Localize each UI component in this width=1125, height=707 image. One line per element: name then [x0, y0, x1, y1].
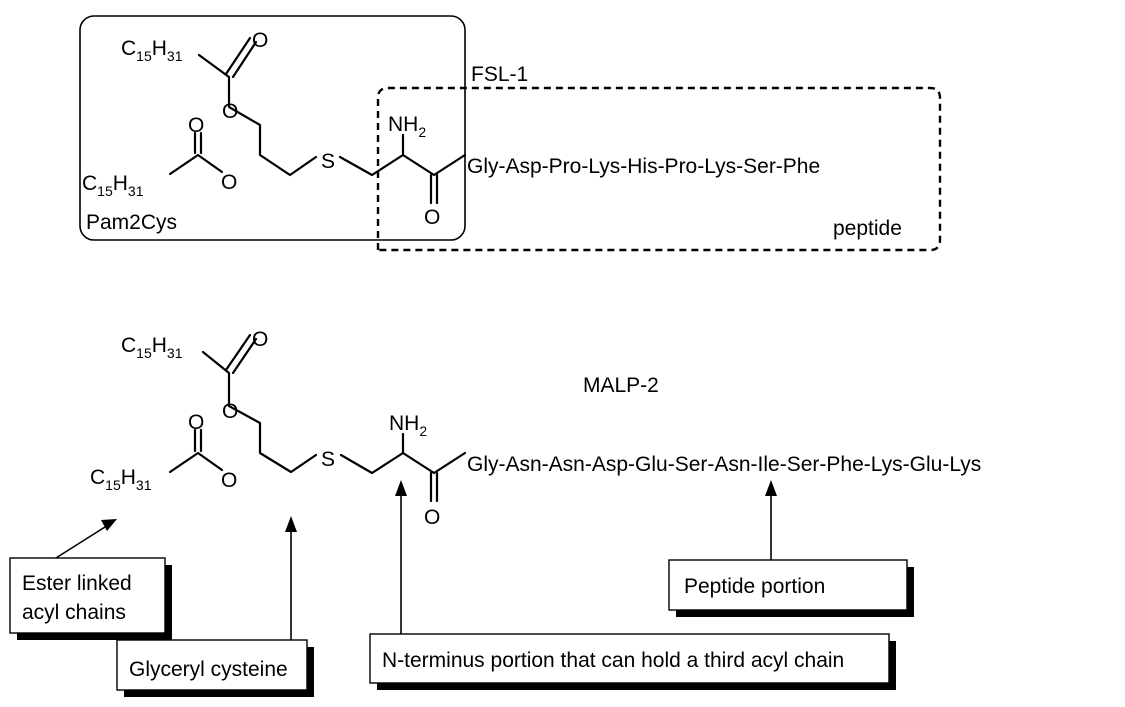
- malp2-name: MALP-2: [583, 374, 659, 397]
- pam2cys-frame: [79, 15, 466, 241]
- malp2-sequence: Gly-Asn-Asn-Asp-Glu-Ser-Asn-Ile-Ser-Phe-…: [467, 453, 981, 476]
- malp2-ester-o-left: O: [221, 469, 237, 492]
- svg-text:Ester linked: Ester linked: [22, 572, 132, 595]
- arrow-ester: [47, 526, 106, 564]
- malp2-acyl-chain-left: C15H31: [90, 466, 152, 493]
- malp2-amide-o: O: [424, 506, 440, 529]
- fsl1-carbonyl-o-left: O: [188, 114, 204, 137]
- fsl1-amine: NH2: [388, 113, 426, 140]
- malp2-carbonyl-o-top: O: [252, 328, 268, 351]
- svg-text:NH2: NH2: [389, 412, 427, 439]
- callout-ester: Ester linked acyl chains: [9, 557, 172, 640]
- fsl1-sulfur: S: [321, 150, 335, 173]
- svg-text:C15H31: C15H31: [82, 172, 144, 199]
- malp2-ester-o-top: O: [222, 400, 238, 423]
- fsl1-bonds: [168, 36, 467, 205]
- fsl1-acyl-chain-top: C15H31: [121, 37, 183, 64]
- svg-text:Peptide portion: Peptide portion: [684, 575, 825, 598]
- fsl1-sequence: Gly-Asp-Pro-Lys-His-Pro-Lys-Ser-Phe: [467, 155, 820, 178]
- callout-peptide: Peptide portion: [668, 559, 914, 617]
- svg-text:N-terminus portion that can ho: N-terminus portion that can hold a third…: [382, 649, 844, 672]
- svg-text:C15H31: C15H31: [121, 334, 183, 361]
- fsl1-amide-o: O: [424, 206, 440, 229]
- malp2-structure: C15H31 O O O C15H31 O S NH2 O Gly-Asn-As…: [90, 328, 981, 529]
- callout-nterm: N-terminus portion that can hold a third…: [369, 633, 896, 690]
- peptide-dashed-frame: [376, 86, 942, 252]
- fsl1-name: FSL-1: [471, 63, 528, 86]
- malp2-acyl-chain-top: C15H31: [121, 334, 183, 361]
- svg-text:Glyceryl cysteine: Glyceryl cysteine: [129, 658, 288, 681]
- pam2cys-label: Pam2Cys: [86, 211, 177, 234]
- fsl1-acyl-chain-left: C15H31: [82, 172, 144, 199]
- fsl1-ester-o-top: O: [222, 100, 238, 123]
- callout-arrows: [47, 480, 777, 640]
- svg-text:C15H31: C15H31: [121, 37, 183, 64]
- fsl1-ester-o-left: O: [221, 171, 237, 194]
- fsl1-structure: C15H31 O O O C15H31 O S NH2 O Gly-Asp-Pr…: [79, 15, 942, 252]
- peptide-label: peptide: [833, 217, 902, 240]
- malp2-amine: NH2: [389, 412, 427, 439]
- fsl1-carbonyl-o-top: O: [252, 29, 268, 52]
- malp2-sulfur: S: [321, 448, 335, 471]
- svg-text:acyl chains: acyl chains: [22, 601, 126, 624]
- svg-text:NH2: NH2: [388, 113, 426, 140]
- malp2-bonds: [168, 333, 467, 503]
- malp2-carbonyl-o-left: O: [188, 411, 204, 434]
- svg-text:C15H31: C15H31: [90, 466, 152, 493]
- callout-glyceryl: Glyceryl cysteine: [116, 639, 314, 697]
